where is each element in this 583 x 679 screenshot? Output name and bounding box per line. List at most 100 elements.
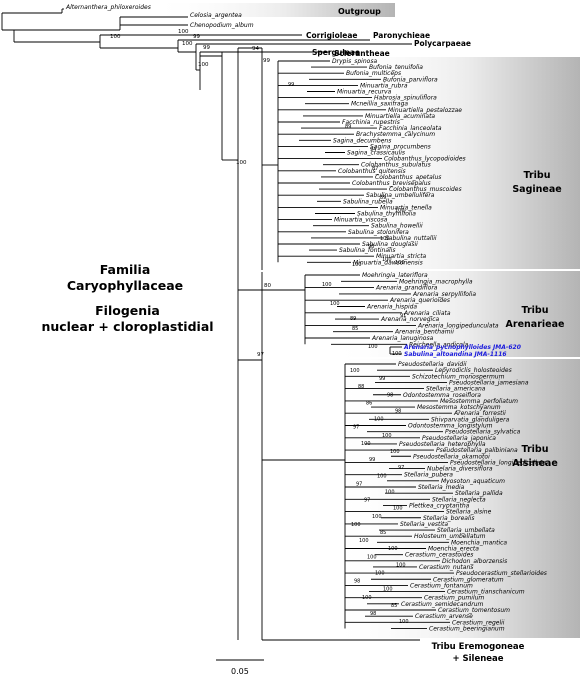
support-value: 100	[236, 160, 247, 166]
taxon-label: Sagina_procumbens	[370, 143, 431, 150]
arenarieae-label-line2: Arenarieae	[506, 319, 565, 330]
support-value: 100	[390, 449, 400, 455]
support-value: 80	[264, 283, 271, 289]
taxon-label: Cerastium_regelii	[452, 619, 505, 626]
support-value: 99	[288, 82, 294, 88]
support-value: 100	[385, 490, 395, 496]
taxon-label: Sabulina_stolonifera	[348, 229, 409, 236]
taxon-label: Cerastium_beeringianum	[429, 625, 505, 632]
taxon-label: Moehringia_macrophylla	[399, 278, 473, 285]
taxon-label: Arenaria_ciliata	[403, 310, 451, 317]
arenarieae-box	[330, 271, 580, 357]
taxon-label: Arenaria_benthamii	[394, 329, 454, 336]
taxon-label: Bufonia_parviflora	[383, 76, 438, 83]
taxon-label: Sagina_decumbens	[333, 137, 391, 144]
eremogoneae-label-line1: Tribu Eremogoneae	[432, 642, 525, 652]
taxon-label: Dichodon_alborzensis	[442, 558, 507, 565]
support-value: 85	[380, 530, 386, 536]
support-value: 100	[198, 62, 209, 68]
taxon-label: Cerastium_glomeratum	[433, 576, 504, 583]
taxon-label: Shivparvatia_glanduligera	[431, 416, 510, 423]
taxon-label: Pseudostellaria_japonica	[422, 435, 496, 442]
support-value: 85	[352, 326, 358, 332]
taxon-label: Cerastium_pumilum	[424, 595, 484, 602]
support-value: 89	[350, 316, 356, 322]
taxon-label: Chenopodium_album	[190, 22, 254, 29]
support-value: 100	[362, 595, 372, 601]
taxon-label: Sabulina_fontinalis	[339, 247, 395, 254]
support-value: 100	[395, 208, 405, 214]
support-value: 94	[370, 147, 376, 153]
support-value: 99	[203, 45, 210, 51]
paronychieae-label: Paronychieae	[373, 31, 430, 40]
taxon-label: Facchinia_lanceolata	[379, 125, 442, 132]
support-value: 100	[380, 236, 390, 242]
highlighted-taxon-label: Arenaria_pycnophylloides JMA-620	[403, 344, 521, 351]
taxon-label: Stellaria_media	[418, 484, 465, 491]
support-value: 98	[354, 579, 360, 585]
support-value: 100	[388, 546, 398, 552]
taxon-label: Stellaria_umbellata	[437, 527, 495, 534]
scale-bar-label: 0.05	[231, 667, 249, 676]
taxon-label: Colobanthus_lycopodioides	[384, 156, 466, 163]
taxon-label: Sagina_crassicaulis	[347, 150, 405, 157]
eremogoneae-label-line2: + Sileneae	[452, 654, 503, 664]
support-value: 99	[379, 376, 385, 382]
taxon-label: Facchinia_rupestris	[342, 119, 400, 126]
taxon-label: Pseudocerastium_stellarioides	[456, 570, 547, 577]
taxon-label: Sabulina_howellii	[371, 223, 423, 230]
phylogeny-title-line2: nuclear + cloroplastidial	[41, 319, 214, 334]
support-value: 100	[396, 562, 406, 568]
support-value: 97	[364, 498, 370, 504]
support-value: 100	[182, 41, 193, 47]
support-value: 98	[370, 611, 376, 617]
support-value: 100	[359, 538, 369, 544]
sperguleae-label: Sperguleae	[312, 48, 360, 57]
taxon-label: Myosoton_aquaticum	[441, 478, 505, 485]
taxon-label: Sabulina_umbellulifera	[366, 192, 435, 199]
support-value: 99	[369, 457, 375, 463]
taxon-label: Stellaria_pubera	[404, 472, 453, 479]
taxon-label: Arenaria_querioides	[389, 297, 450, 304]
taxon-label: Arenaria_serpyllifolia	[412, 291, 476, 298]
taxon-label: Cerastium_tomentosum	[438, 607, 510, 614]
taxon-label: Sabulina_douglasii	[362, 241, 418, 248]
support-value: 97	[398, 465, 404, 471]
taxon-label: Minuartia_tenella	[380, 204, 432, 211]
support-value: 99	[193, 34, 200, 40]
support-value: 100	[352, 262, 362, 268]
support-value: 100	[377, 473, 387, 479]
support-value: 100	[382, 257, 392, 263]
support-value: 100	[375, 571, 385, 577]
taxon-label: Colobanthus_muscoides	[389, 186, 462, 193]
support-value: 100	[330, 301, 340, 307]
support-value: 91	[400, 313, 406, 319]
taxon-label: Habrosia_spinuliflora	[374, 95, 437, 102]
taxon-label: Arenaria_grandiflora	[375, 285, 438, 292]
support-value: 86	[366, 400, 372, 406]
taxon-label: Pseudostellaria_sylvatica	[445, 429, 521, 436]
support-value: 100	[110, 34, 121, 40]
taxon-label: Stellaria_vestita	[400, 521, 448, 528]
support-value: 99	[263, 58, 270, 64]
support-value: 100	[399, 619, 409, 625]
taxon-label: Cerastium_semidecandrum	[401, 601, 484, 608]
taxon-label: Colobanthus_apetalus	[375, 174, 441, 181]
sagineae-label-line1: Tribu	[524, 170, 551, 181]
taxon-label: Brachystemma_calycinum	[356, 131, 435, 138]
taxon-label: Minuartia_stricta	[376, 253, 427, 260]
taxon-label: Arenaria_hispida	[366, 304, 417, 311]
support-value: 98	[368, 244, 374, 250]
taxon-label: Cerastium_fontanum	[410, 582, 473, 589]
support-value: 100	[322, 282, 332, 288]
taxon-label: Cerastium_nutans	[419, 564, 473, 571]
taxon-label: Nubelaria_diversiflora	[427, 466, 493, 473]
taxon-label: Arenaria_longipedunculata	[417, 322, 499, 329]
taxon-label: Schizotechium_monospermum	[412, 373, 505, 380]
taxon-label: Pseudostellaria_palibiniana	[436, 447, 518, 454]
taxon-label: Mesostemma_perfoliatum	[440, 398, 518, 405]
support-value: 87	[372, 166, 378, 172]
taxon-label: Stellaria_borealis	[423, 515, 474, 522]
taxon-label: Celosia_argentea	[190, 12, 242, 19]
support-value: 100	[392, 351, 402, 357]
